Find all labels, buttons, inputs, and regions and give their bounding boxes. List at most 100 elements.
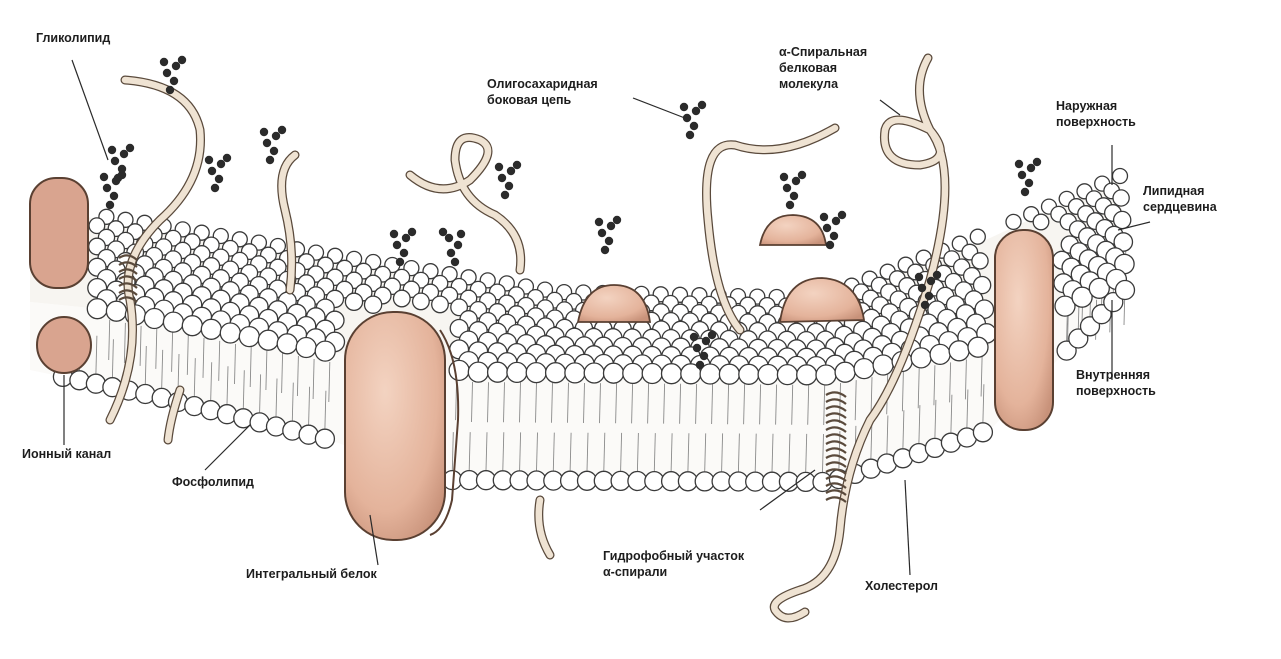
phospholipid-head-inner xyxy=(527,471,546,490)
sugar-bead xyxy=(700,352,708,360)
phospholipid-head-inner xyxy=(746,472,765,491)
phospholipid-head xyxy=(797,365,817,385)
label-ion-channel: Ионный канал xyxy=(22,446,111,462)
label-phospholipid-line: Фосфолипид xyxy=(172,474,254,490)
sugar-bead xyxy=(106,201,114,209)
sugar-bead xyxy=(680,103,688,111)
phospholipid-head-inner xyxy=(460,471,479,490)
phospholipid-head xyxy=(277,334,297,354)
label-outer-surface: Наружная поверхность xyxy=(1056,98,1136,130)
phospholipid-head-inner xyxy=(729,472,748,491)
sugar-bead xyxy=(393,241,401,249)
sugar-bead xyxy=(447,249,455,257)
sugar-bead xyxy=(166,86,174,94)
sugar-bead xyxy=(1015,160,1023,168)
sugar-bead xyxy=(100,173,108,181)
sugar-bead xyxy=(1018,171,1026,179)
phospholipid-head-inner xyxy=(561,471,580,490)
phospholipid-head xyxy=(449,360,469,380)
sugar-chain-1 xyxy=(108,144,134,182)
phospholipid-head xyxy=(182,316,202,336)
phospholipid-head xyxy=(239,327,259,347)
sugar-bead xyxy=(933,271,941,279)
right-integral-protein xyxy=(995,230,1053,430)
label-alpha-helix-protein: α-Спиральная белковая молекула xyxy=(779,44,867,92)
sugar-bead xyxy=(217,160,225,168)
phospholipid-head-inner xyxy=(645,472,664,491)
phospholipid-head xyxy=(1033,214,1049,230)
phospholipid-head xyxy=(201,319,221,339)
sugar-bead xyxy=(918,284,926,292)
label-oligosaccharide-chain: Олигосахаридная боковая цепь xyxy=(487,76,598,108)
phospholipid-head xyxy=(144,309,164,329)
label-inner-surface: Внутренняя поверхность xyxy=(1076,367,1156,399)
sugar-bead xyxy=(792,177,800,185)
label-hydrophobic-segment: Гидрофобный участок α-спирали xyxy=(603,548,744,580)
sugar-chain-8 xyxy=(595,216,621,254)
sugar-bead xyxy=(260,128,268,136)
sugar-bead xyxy=(601,246,609,254)
phospholipid-head xyxy=(163,312,183,332)
label-oligosaccharide-line-1: Олигосахаридная xyxy=(487,76,598,92)
sugar-bead xyxy=(505,182,513,190)
sugar-bead xyxy=(698,101,706,109)
phospholipid-head xyxy=(432,296,449,313)
phospholipid-head xyxy=(394,290,411,307)
sugar-bead xyxy=(690,333,698,341)
sugar-bead xyxy=(915,273,923,281)
sugar-chain-4 xyxy=(260,126,286,164)
sugar-chain-9 xyxy=(680,101,706,139)
sugar-bead xyxy=(215,175,223,183)
label-oligosaccharide-line-2: боковая цепь xyxy=(487,92,598,108)
sugar-bead xyxy=(390,230,398,238)
label-cholesterol: Холестерол xyxy=(865,578,938,594)
sugar-bead xyxy=(110,192,118,200)
sugar-bead xyxy=(498,174,506,182)
phospholipid-head xyxy=(413,293,430,310)
sugar-bead xyxy=(126,144,134,152)
sugar-bead xyxy=(780,173,788,181)
sugar-bead xyxy=(598,229,606,237)
sugar-bead xyxy=(108,146,116,154)
phospholipid-head xyxy=(930,344,950,364)
label-hydrophobic-line-1: Гидрофобный участок xyxy=(603,548,744,564)
phospholipid-head-inner xyxy=(712,472,731,491)
phospholipid-head xyxy=(972,253,988,269)
sugar-bead xyxy=(925,292,933,300)
phospholipid-head-inner xyxy=(493,471,512,490)
sugar-bead xyxy=(223,154,231,162)
label-integral-protein-line: Интегральный белок xyxy=(246,566,377,582)
sugar-bead xyxy=(513,161,521,169)
phospholipid-head xyxy=(662,364,682,384)
phospholipid-head xyxy=(220,323,240,343)
sugar-bead xyxy=(692,107,700,115)
label-alpha-helix-line-3: молекула xyxy=(779,76,867,92)
phospholipid-head-inner xyxy=(611,471,630,490)
sugar-bead xyxy=(783,184,791,192)
sugar-chain-7 xyxy=(495,161,521,199)
phospholipid-head-inner xyxy=(1116,281,1135,300)
label-outer-surface-line-2: поверхность xyxy=(1056,114,1136,130)
phospholipid-head-inner xyxy=(510,471,529,490)
sugar-bead xyxy=(1021,188,1029,196)
sugar-bead xyxy=(451,258,459,266)
phospholipid-head xyxy=(365,296,382,313)
sugar-bead xyxy=(820,213,828,221)
phospholipid-head xyxy=(758,365,778,385)
sugar-bead xyxy=(163,69,171,77)
sugar-bead xyxy=(507,167,515,175)
sugar-bead xyxy=(205,156,213,164)
sugar-bead xyxy=(605,237,613,245)
sugar-chain-14 xyxy=(1015,158,1041,196)
sugar-bead xyxy=(396,258,404,266)
sugar-bead xyxy=(172,62,180,70)
sugar-bead xyxy=(790,192,798,200)
phospholipid-head-inner xyxy=(315,429,334,448)
sugar-bead xyxy=(826,241,834,249)
phospholipid-head-inner xyxy=(813,473,832,492)
label-lipid-core-line-1: Липидная xyxy=(1143,183,1217,199)
phospholipid-head xyxy=(565,363,585,383)
sugar-bead xyxy=(408,228,416,236)
phospholipid-head xyxy=(911,348,931,368)
